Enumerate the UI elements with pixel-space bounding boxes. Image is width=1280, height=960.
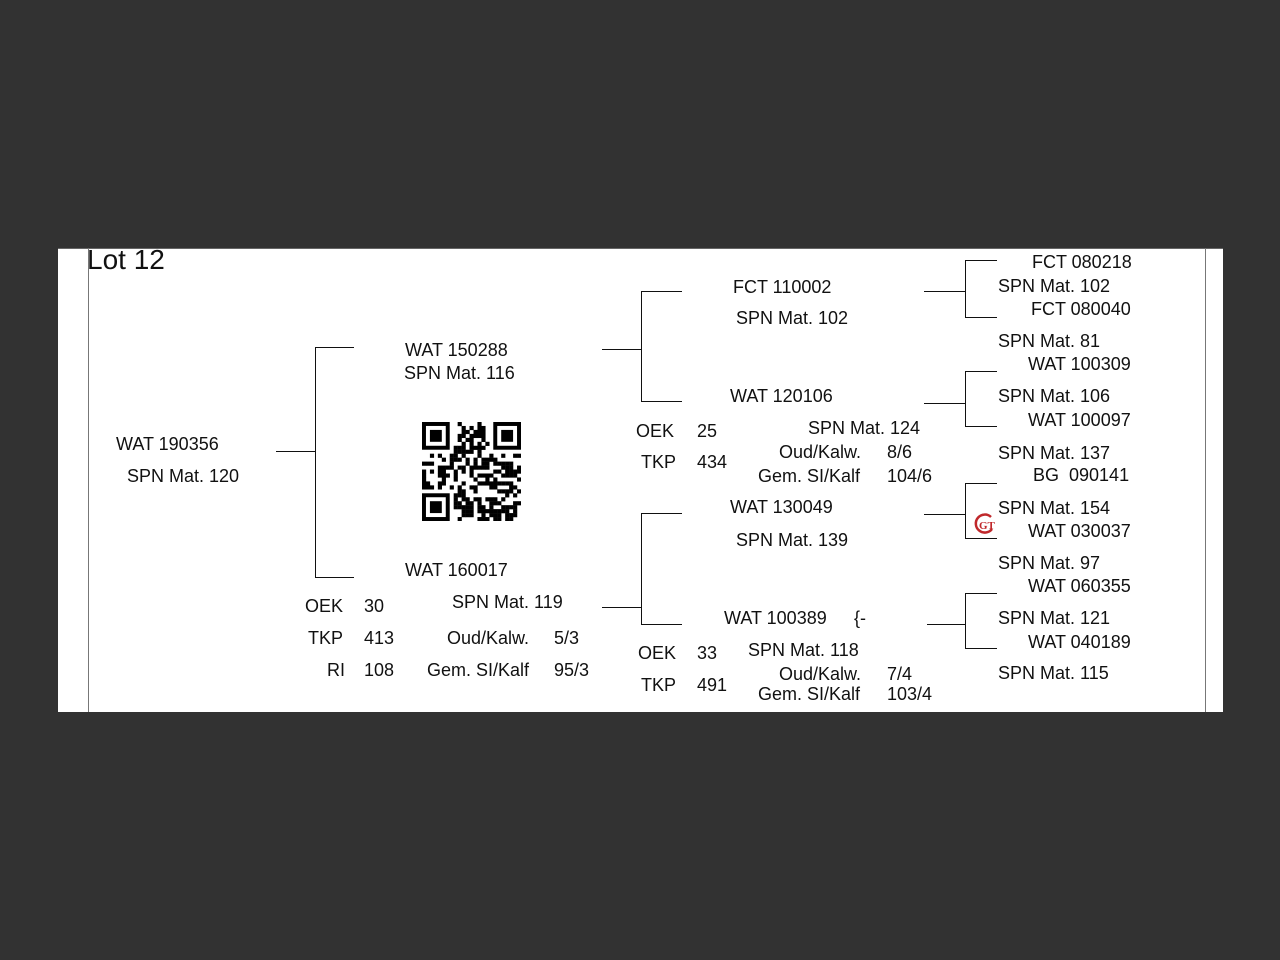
dd-oek-label: OEK [638, 643, 677, 663]
connector-sd-vertical [965, 371, 966, 426]
ddd-id: WAT 040189 [1028, 632, 1131, 652]
connector-dss [965, 483, 997, 484]
ds-spn: SPN Mat. 139 [736, 530, 849, 550]
sd-oudkalw-value: 8/6 [887, 442, 913, 462]
connector-sds [965, 371, 997, 372]
dd-tkp-value: 491 [697, 675, 728, 695]
dam-ri-value: 108 [364, 660, 395, 680]
dd-spn: SPN Mat. 118 [748, 640, 859, 660]
dd-mark: {- [854, 608, 867, 628]
ds-id: WAT 130049 [730, 497, 833, 517]
connector-dsd [965, 538, 997, 539]
ss-id: FCT 110002 [733, 277, 832, 297]
dd-gemsi-value: 103/4 [887, 684, 933, 704]
dam-spn: SPN Mat. 119 [452, 592, 563, 612]
sire-id: WAT 150288 [405, 340, 508, 360]
logo-letters: GT [979, 520, 996, 532]
connector-dam [315, 577, 354, 578]
connector-sire-vertical [641, 291, 642, 401]
dd-oek-value: 33 [697, 643, 718, 663]
dsd-id: WAT 030037 [1028, 521, 1131, 541]
lot-title: Lot 12 [87, 248, 165, 275]
sd-spn: SPN Mat. 124 [808, 418, 921, 438]
sd-gemsi-value: 104/6 [887, 466, 933, 486]
connector-dds [965, 593, 997, 594]
subject-spn: SPN Mat. 120 [127, 466, 240, 486]
dss-id: BG 090141 [1033, 465, 1130, 485]
sdd-spn: SPN Mat. 137 [998, 443, 1111, 463]
sd-id: WAT 120106 [730, 386, 833, 406]
sd-oek-label: OEK [636, 421, 675, 441]
dds-id: WAT 060355 [1028, 576, 1131, 596]
dd-tkp-label: TKP [641, 675, 677, 695]
logo-ring [974, 513, 993, 534]
connector-sd [641, 401, 682, 402]
ssd-spn: SPN Mat. 81 [998, 331, 1101, 351]
dd-oudkalw-label: Oud/Kalw. [779, 664, 862, 684]
connector-dd-out [927, 624, 965, 625]
ssd-id: FCT 080040 [1031, 299, 1131, 319]
connector-sire-out [602, 349, 641, 350]
sd-oudkalw-label: Oud/Kalw. [779, 442, 862, 462]
connector-parents-vertical [315, 347, 316, 577]
dam-tkp-label: TKP [308, 628, 344, 648]
connector-ds [641, 513, 682, 514]
subject-id: WAT 190356 [116, 434, 219, 454]
ddd-spn: SPN Mat. 115 [998, 663, 1109, 683]
dam-oudkalw-label: Oud/Kalw. [447, 628, 530, 648]
connector-sdd [965, 426, 997, 427]
dam-tkp-value: 413 [364, 628, 395, 648]
dam-oudkalw-value: 5/3 [554, 628, 580, 648]
connector-sire [315, 347, 354, 348]
dd-id: WAT 100389 [724, 608, 827, 628]
connector-ddd [965, 648, 997, 649]
right-margin-rule [1205, 248, 1206, 712]
sd-gemsi-label: Gem. SI/Kalf [758, 466, 861, 486]
connector-ds-vertical [965, 483, 966, 538]
connector-dam-out [602, 607, 641, 608]
gt-logo-icon: GT [974, 513, 996, 534]
connector-sss [965, 260, 997, 261]
connector-dd [641, 624, 682, 625]
sds-spn: SPN Mat. 106 [998, 386, 1111, 406]
dam-ri-label: RI [327, 660, 345, 680]
dsd-spn: SPN Mat. 97 [998, 553, 1101, 573]
pedigree-page: Lot 12 WAT 190356 SPN Mat. 120 WAT 15028… [58, 248, 1223, 712]
dam-oek-label: OEK [305, 596, 344, 616]
connector-ss-vertical [965, 260, 966, 317]
connector-ss [641, 291, 682, 292]
left-margin-rule [88, 248, 89, 712]
connector-ds-out [924, 514, 965, 515]
sss-spn: SPN Mat. 102 [998, 276, 1111, 296]
connector-dam-vertical [641, 513, 642, 624]
dd-oudkalw-value: 7/4 [887, 664, 913, 684]
connector-subject [276, 451, 315, 452]
dam-id: WAT 160017 [405, 560, 508, 580]
qr-code [422, 422, 521, 521]
ss-spn: SPN Mat. 102 [736, 308, 849, 328]
dd-gemsi-label: Gem. SI/Kalf [758, 684, 861, 704]
sss-id: FCT 080218 [1032, 252, 1132, 272]
connector-dd-vertical [965, 593, 966, 648]
sd-tkp-label: TKP [641, 452, 677, 472]
connector-ss-out [924, 291, 965, 292]
sire-spn: SPN Mat. 116 [404, 363, 515, 383]
sds-id: WAT 100309 [1028, 354, 1131, 374]
sd-oek-value: 25 [697, 421, 718, 441]
connector-ssd [965, 317, 997, 318]
dds-spn: SPN Mat. 121 [998, 608, 1111, 628]
connector-sd-out [924, 403, 965, 404]
sdd-id: WAT 100097 [1028, 410, 1131, 430]
dam-gemsi-label: Gem. SI/Kalf [427, 660, 530, 680]
dam-gemsi-value: 95/3 [554, 660, 590, 680]
dss-spn: SPN Mat. 154 [998, 498, 1111, 518]
dam-oek-value: 30 [364, 596, 385, 616]
sd-tkp-value: 434 [697, 452, 728, 472]
top-border [58, 248, 1223, 249]
